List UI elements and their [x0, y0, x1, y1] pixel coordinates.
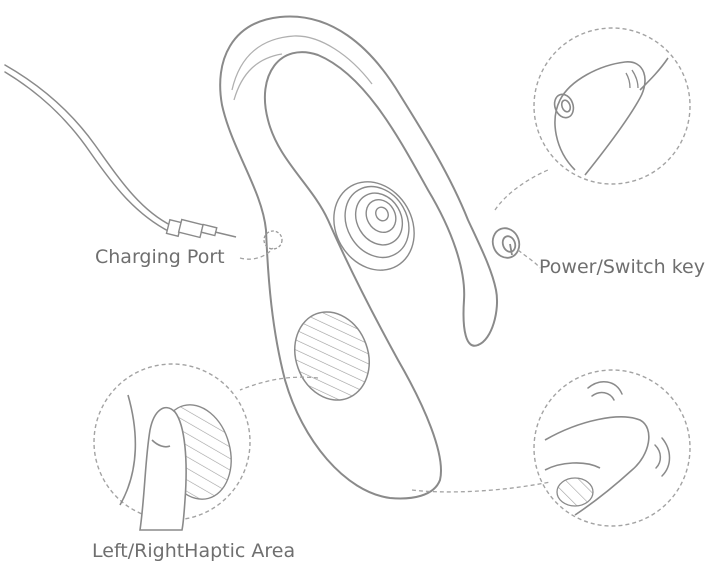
detail-vibration [533, 369, 691, 527]
device-highlight [231, 35, 373, 101]
charging-connector [165, 218, 237, 239]
power-switch-key-label: Power/Switch key [539, 256, 705, 278]
haptic-area-label: Left/RightHaptic Area [92, 540, 296, 562]
power-button [491, 227, 521, 259]
charging-port-label: Charging Port [95, 246, 225, 268]
charging-cable [4, 64, 173, 233]
haptic-area-hatched [294, 311, 370, 401]
detail-finger-haptic [93, 363, 251, 531]
vibration-zone-rings [333, 181, 415, 271]
detail-power-button [533, 27, 691, 185]
device-body [219, 15, 498, 500]
charging-port-marker [263, 230, 283, 250]
leader-lines [239, 169, 551, 493]
